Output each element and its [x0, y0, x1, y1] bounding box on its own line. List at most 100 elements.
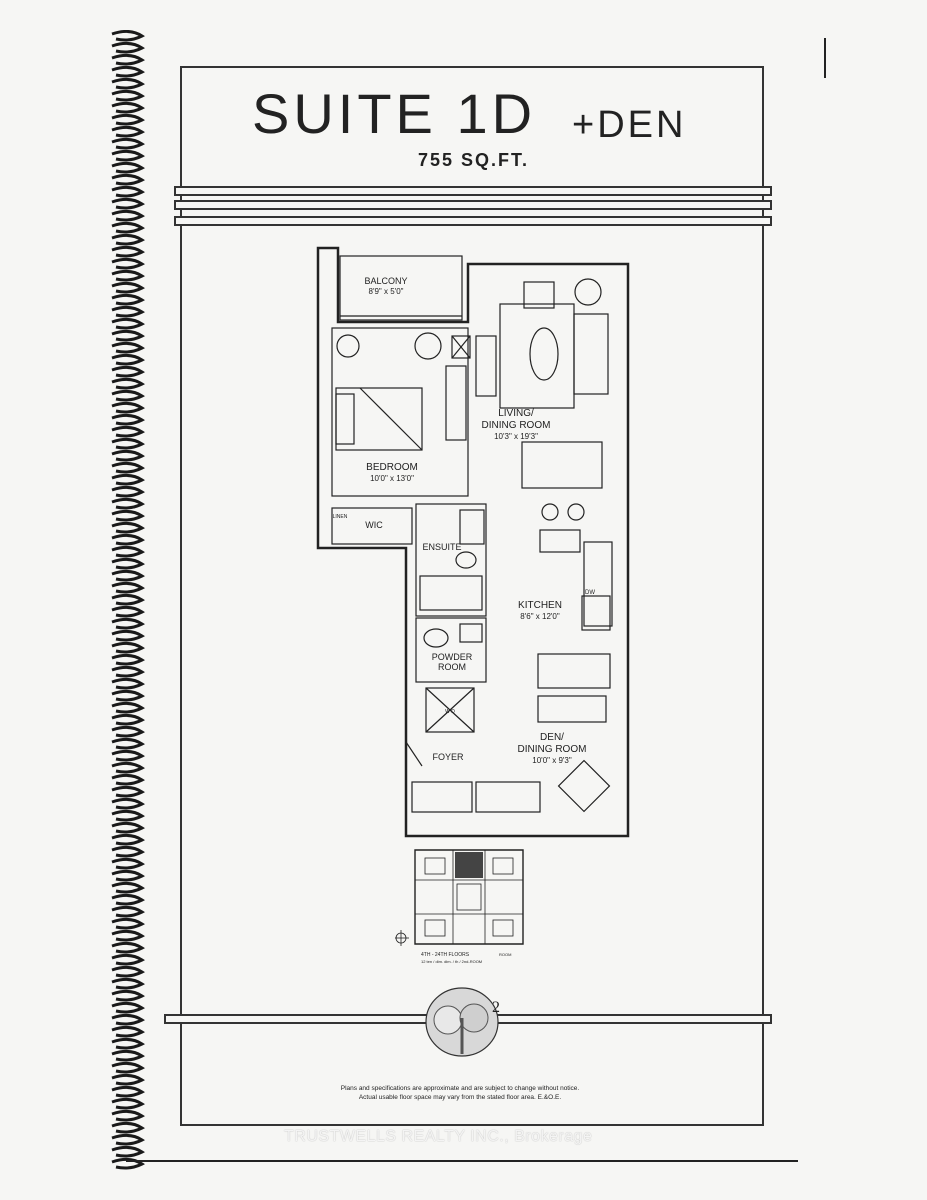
binding-coil — [111, 473, 145, 486]
binding-coil — [111, 65, 145, 78]
binding-coil — [111, 173, 145, 186]
binding-coil — [111, 1037, 145, 1050]
binding-coil — [111, 641, 145, 654]
shaft-icon — [451, 335, 471, 359]
binding-coil — [111, 833, 145, 846]
sofa-icon — [573, 313, 609, 395]
living-label-line1: LIVING/ — [498, 408, 534, 419]
dining-table-icon — [499, 303, 575, 409]
binding-coil — [111, 677, 145, 690]
binding-coil — [111, 377, 145, 390]
binding-coil — [111, 1109, 145, 1122]
binding-coil — [111, 53, 145, 66]
binding-coil — [111, 821, 145, 834]
binding-coil — [111, 281, 145, 294]
suite-title-suffix: +DEN — [572, 104, 687, 146]
bathtub-icon — [419, 575, 483, 611]
dining-table-2-icon — [521, 441, 603, 489]
key-plan-core — [456, 883, 482, 911]
key-plan: 4TH - 24TH FLOORS 12 ten / dim. dim. / t… — [395, 849, 524, 964]
powder-label-line1: POWDER — [432, 652, 473, 662]
binding-coil — [111, 1073, 145, 1086]
spiral-binding — [111, 30, 145, 1170]
binding-coil — [111, 509, 145, 522]
binding-coil — [111, 1085, 145, 1098]
binding-coil — [111, 125, 145, 138]
binding-coil — [111, 317, 145, 330]
sink-icon — [539, 529, 581, 553]
den-sofa-icon — [537, 695, 607, 723]
binding-coil — [111, 89, 145, 102]
binding-coil — [111, 857, 145, 870]
balcony-label: BALCONY — [364, 276, 407, 286]
dw-label: DW — [585, 590, 595, 596]
desk-icon — [475, 781, 541, 813]
binding-coil — [111, 461, 145, 474]
foyer-label: FOYER — [432, 752, 464, 762]
lamp-icon — [414, 332, 442, 360]
binding-coil — [111, 1097, 145, 1110]
binding-coil — [111, 161, 145, 174]
binding-coil — [111, 1121, 145, 1134]
binding-coil — [111, 881, 145, 894]
kitchen-dims: 8'6" x 12'0" — [520, 612, 560, 621]
binding-coil — [111, 845, 145, 858]
binding-coil — [111, 545, 145, 558]
sheet-bottom-edge — [126, 1160, 798, 1162]
key-plan-highlight — [455, 852, 483, 878]
binding-coil — [111, 749, 145, 762]
binding-coil — [111, 581, 145, 594]
binding-coil — [111, 1133, 145, 1146]
bedroom-label: BEDROOM — [366, 462, 418, 473]
den-label-line2: DINING ROOM — [518, 744, 587, 755]
binding-coil — [111, 521, 145, 534]
key-plan-outline — [414, 849, 524, 945]
linen-label: LINEN — [333, 514, 348, 520]
binding-coil — [111, 197, 145, 210]
suite-title: SUITE 1D — [252, 82, 537, 145]
binding-coil — [111, 185, 145, 198]
binding-coil — [111, 437, 145, 450]
door-swing — [405, 741, 423, 767]
suite-area: 755 SQ.FT. — [418, 150, 530, 170]
closet — [445, 365, 467, 441]
laundry-outline — [425, 687, 475, 733]
den-chair-icon — [557, 759, 611, 813]
ensuite-label: ENSUITE — [422, 542, 461, 552]
binding-coil — [111, 965, 145, 978]
counter-icon — [583, 541, 613, 627]
binding-coil — [111, 773, 145, 786]
binding-coil — [111, 1025, 145, 1038]
binding-coil — [111, 1145, 145, 1158]
binding-coil — [111, 533, 145, 546]
binding-coil — [111, 941, 145, 954]
binding-coil — [111, 245, 145, 258]
binding-coil — [111, 77, 145, 90]
vanity-icon — [459, 509, 485, 545]
bed-icon — [335, 387, 423, 451]
binding-coil — [111, 809, 145, 822]
washer-dryer-label: W D — [445, 709, 455, 715]
binding-coil — [111, 569, 145, 582]
frame-band-top — [174, 186, 772, 196]
floor-plan: BALCONY 8'9" x 5'0" LIVING/ DINING ROOM … — [316, 246, 630, 838]
table-oval-icon — [529, 327, 559, 381]
den-dims: 10'0" x 9'3" — [532, 756, 572, 765]
binding-coil — [111, 365, 145, 378]
brokerage-watermark: TRUSTWELLS REALTY INC., Brokerage — [284, 1128, 593, 1145]
binding-coil — [111, 413, 145, 426]
binding-coil — [111, 761, 145, 774]
bedroom-dims: 10'0" x 13'0" — [370, 474, 414, 483]
cp2-logo: 2 — [425, 987, 500, 1057]
frame-band-middle — [174, 200, 772, 210]
binding-coil — [111, 485, 145, 498]
key-plan-caption-2: 12 ten / dim. dim. / th / 2nd-ROOM — [421, 959, 482, 964]
binding-coil — [111, 629, 145, 642]
binding-coil — [111, 221, 145, 234]
bedroom-outline — [331, 327, 469, 497]
tv-unit-icon — [475, 335, 497, 397]
binding-coil — [111, 269, 145, 282]
key-plan-caption-right: ROOM — [499, 952, 511, 957]
binding-coil — [111, 1061, 145, 1074]
binding-coil — [111, 293, 145, 306]
